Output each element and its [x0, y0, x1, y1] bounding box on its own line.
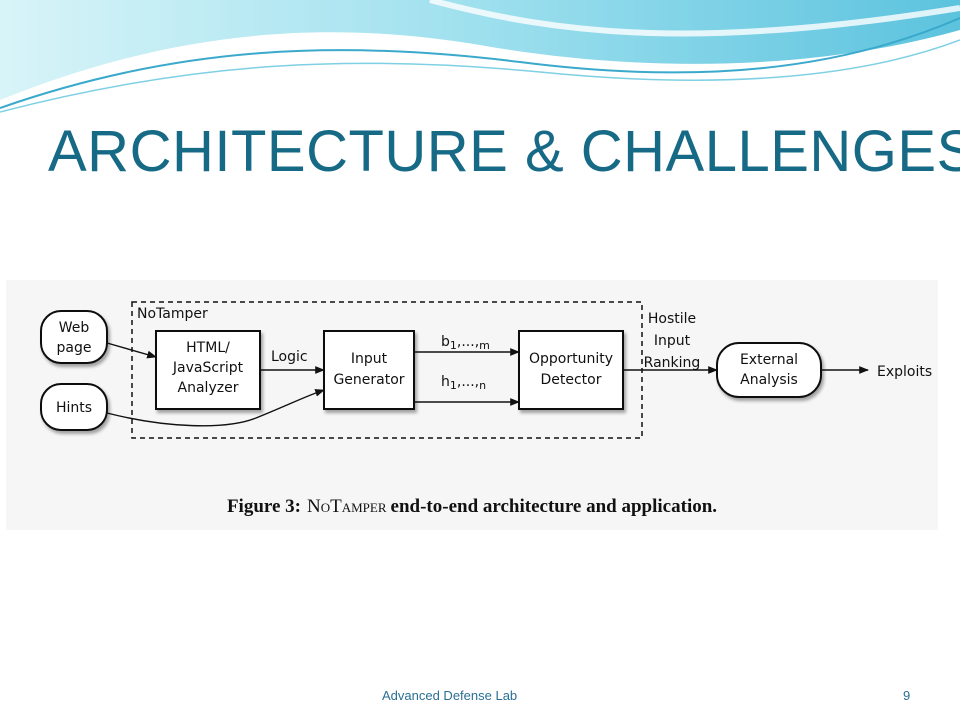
input-generator-label-1: Input	[351, 351, 388, 367]
exploits-label: Exploits	[877, 364, 932, 380]
web-page-label-1: Web	[59, 320, 90, 336]
web-page-label-2: page	[57, 340, 92, 356]
arrow-webpage-to-analyzer	[106, 342, 157, 359]
slide-title: ARCHITECTURE & CHALLENGES	[48, 119, 960, 184]
caption-name: NoTamper	[307, 496, 387, 517]
ranking-label-1: Hostile	[648, 311, 696, 327]
header-wave-decoration	[0, 0, 960, 113]
hints-node	[40, 383, 108, 431]
external-analysis-label-2: Analysis	[740, 372, 798, 388]
architecture-figure: NoTamper Web page Hints HTML/ JavaScript…	[6, 280, 938, 530]
caption-suffix: end-to-end architecture and application.	[390, 496, 718, 517]
arrow-hints-to-generator	[106, 389, 325, 427]
web-page-node	[40, 310, 108, 364]
input-generator-label-2: Generator	[333, 372, 404, 388]
ranking-label-2: Input	[654, 333, 691, 349]
analyzer-label-3: Analyzer	[178, 380, 239, 396]
hostile-inputs-label: h1,...,n	[441, 374, 486, 392]
slide-footer: Advanced Defense Lab	[382, 688, 518, 703]
benign-inputs-label: b1,...,m	[441, 334, 490, 352]
external-analysis-label-1: External	[740, 352, 798, 368]
ranking-label-3: Ranking	[644, 355, 701, 371]
architecture-diagram: NoTamper Web page Hints HTML/ JavaScript…	[40, 301, 932, 439]
opportunity-detector-node	[518, 330, 624, 410]
analyzer-label-1: HTML/	[186, 340, 230, 356]
input-generator-node	[323, 330, 415, 410]
analyzer-label-2: JavaScript	[172, 360, 244, 376]
opportunity-detector-label-1: Opportunity	[529, 351, 613, 367]
analyzer-node	[155, 330, 261, 410]
opportunity-detector-label-2: Detector	[540, 372, 601, 388]
notamper-label: NoTamper	[137, 306, 208, 322]
logic-label: Logic	[271, 349, 308, 365]
hints-label: Hints	[56, 400, 92, 416]
caption-prefix: Figure 3:	[226, 496, 301, 517]
slide-page-number: 9	[903, 688, 911, 703]
